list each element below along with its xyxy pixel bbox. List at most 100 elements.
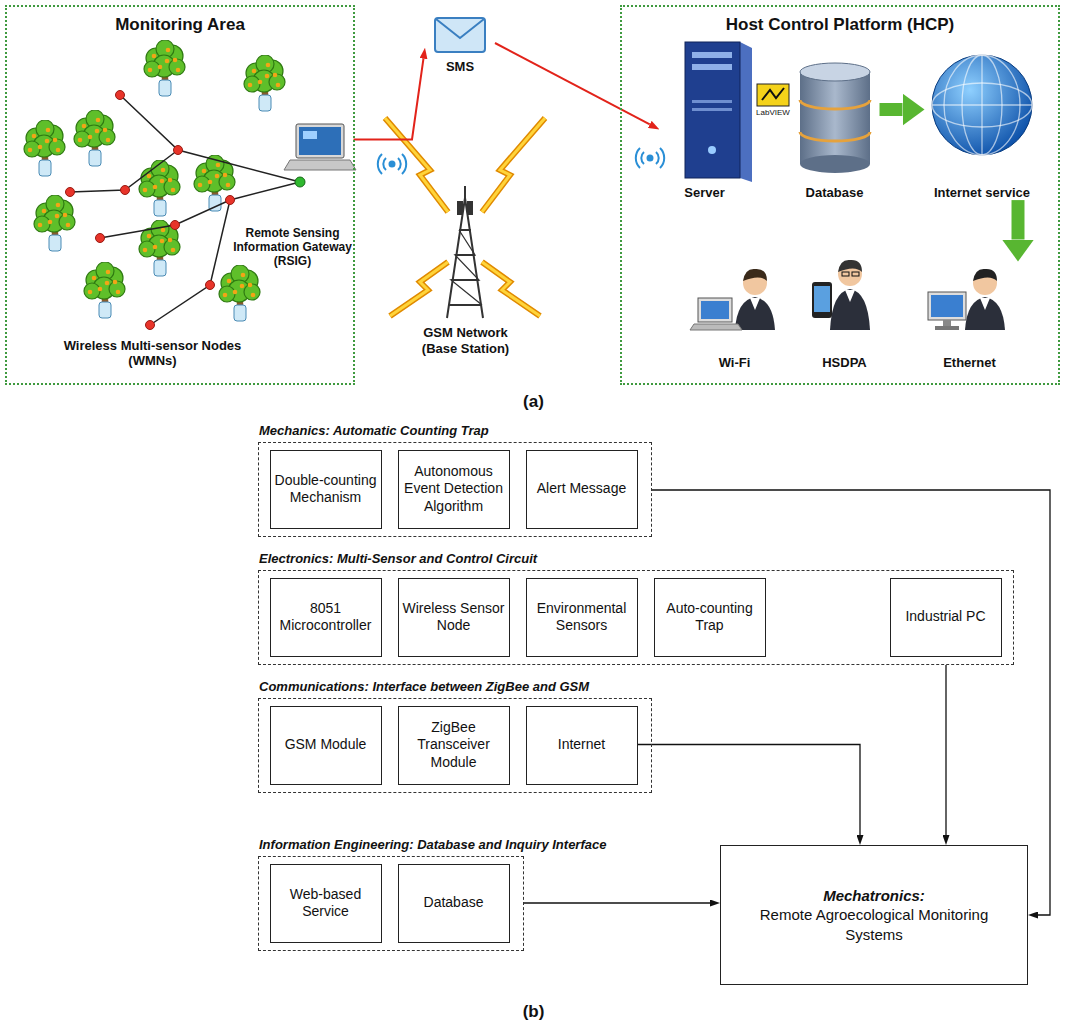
panel-letter: (a)	[500, 392, 567, 412]
wifi-user	[750, 298, 760, 310]
server-icon	[692, 64, 732, 70]
lightning-bolts	[385, 118, 545, 316]
sensor-network-links	[120, 95, 300, 182]
internet-globe	[932, 55, 1032, 155]
device-node: GSM Network (Base Station)	[408, 190, 523, 356]
component-box: Wireless Sensor Node	[398, 578, 510, 657]
device-node: SMS	[425, 15, 495, 75]
gateway-laptop	[284, 160, 356, 170]
connector-arrow	[524, 902, 710, 903]
device-label: HSDPA	[795, 355, 895, 371]
wifi-user	[701, 301, 729, 319]
lightning-bolts	[385, 118, 448, 212]
lightning-bolts	[385, 118, 545, 316]
server-icon	[692, 52, 732, 58]
gsm-tower	[451, 230, 482, 305]
sensor-node-dots	[295, 177, 305, 187]
ethernet-user	[931, 295, 963, 317]
component-box: Database	[398, 864, 510, 943]
system-box: Mechatronics:Remote Agroecological Monit…	[720, 845, 1028, 985]
sensor-node-dots	[226, 196, 235, 205]
hsdpa-user	[852, 272, 859, 276]
box-label: Environmental Sensors	[531, 600, 633, 635]
component-box: Environmental Sensors	[526, 578, 638, 657]
server-icon	[692, 100, 732, 103]
component-box: Industrial PC	[890, 578, 1002, 657]
software-label: LabVIEW	[747, 108, 799, 117]
sms-envelope	[436, 19, 484, 38]
sensor-node-dots	[96, 234, 105, 243]
box-label: ZigBee Transceiver Module	[403, 719, 505, 772]
wireless-symbol	[656, 152, 659, 164]
subsystem-group: Electronics: Multi-Sensor and Control Ci…	[258, 570, 1014, 665]
lightning-bolts	[482, 118, 545, 212]
gateway-laptop	[284, 124, 356, 170]
box-label: Web-based Service	[275, 886, 377, 921]
data-flow-arrow	[1012, 200, 1025, 239]
orchard-trees	[219, 265, 260, 321]
labview-icon	[757, 84, 789, 106]
connector-arrow	[638, 745, 861, 836]
gsm-tower	[447, 198, 483, 318]
device-node: HSDPA	[795, 250, 895, 371]
device-node: Ethernet	[915, 262, 1025, 371]
component-box: Autonomous Event Detection Algorithm	[398, 450, 510, 529]
device-node: Wi-Fi	[680, 260, 790, 371]
orchard-trees	[144, 40, 185, 96]
wireless-symbol	[636, 148, 640, 168]
subsystem-group: Communications: Interface between ZigBee…	[258, 698, 652, 793]
system-label: Remote Agroecological Monitoring Systems	[731, 905, 1017, 944]
component-box: Auto-counting Trap	[654, 578, 766, 657]
box-label: Alert Message	[537, 480, 626, 498]
orchard-trees	[34, 195, 75, 251]
sensor-node-dots	[174, 146, 183, 155]
subsystem-group: Information Engineering: Database and In…	[258, 856, 524, 951]
ethernet-user	[928, 269, 1005, 330]
hsdpa-user	[814, 286, 830, 312]
wireless-symbol	[398, 158, 401, 170]
gsm-tower	[447, 186, 483, 318]
lightning-bolts	[390, 262, 448, 316]
group-heading: Electronics: Multi-Sensor and Control Ci…	[259, 551, 537, 566]
internet-globe	[932, 55, 1032, 155]
wireless-symbol	[402, 154, 406, 174]
hsdpa-user	[838, 260, 862, 272]
system-label: Mechatronics:	[823, 886, 925, 906]
device-label: Wi-Fi	[680, 355, 790, 371]
data-flow-arrow	[880, 103, 903, 116]
gateway-laptop	[296, 124, 344, 158]
hsdpa-user	[812, 282, 832, 318]
box-label: 8051 Microcontroller	[275, 600, 377, 635]
labview-icon	[757, 84, 789, 106]
box-label: Double-counting Mechanism	[275, 472, 377, 507]
database-cylinder	[800, 63, 870, 173]
component-box: 8051 Microcontroller	[270, 578, 382, 657]
wifi-user	[743, 269, 767, 281]
hsdpa-user	[842, 272, 849, 276]
ethernet-user	[928, 292, 966, 320]
component-box: GSM Module	[270, 706, 382, 785]
device-node: Database	[790, 55, 880, 201]
subsystem-group: Mechanics: Automatic Counting TrapDouble…	[258, 442, 652, 537]
box-label: GSM Module	[285, 736, 367, 754]
sensor-network-links	[150, 200, 230, 325]
orchard-trees	[24, 40, 285, 321]
internet-globe	[932, 104, 1032, 105]
component-box: Web-based Service	[270, 864, 382, 943]
wireless-symbol	[378, 154, 382, 174]
device-label: Internet service	[925, 185, 1040, 201]
panel-letter: (b)	[500, 1002, 567, 1022]
wireless-symbol	[641, 152, 644, 164]
database-cylinder	[800, 132, 870, 141]
sensor-node-dots	[66, 91, 306, 330]
device-label: Ethernet	[915, 355, 1025, 371]
ethernet-user	[935, 326, 959, 330]
device-label: Remote Sensing Information Gateway (RSIG…	[232, 226, 354, 269]
server-icon	[685, 42, 740, 178]
box-label: Database	[424, 894, 484, 912]
sensor-node-dots	[171, 221, 180, 230]
server-icon	[692, 108, 732, 111]
server-icon	[740, 42, 752, 182]
lightning-bolts	[482, 118, 545, 212]
sensor-node-dots	[206, 281, 215, 290]
